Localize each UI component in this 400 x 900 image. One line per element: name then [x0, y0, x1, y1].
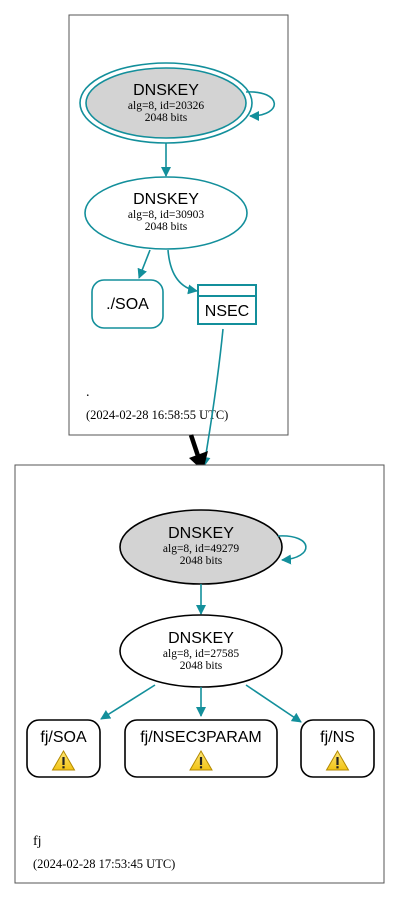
fj-ns-label: fj/NS — [320, 729, 355, 746]
zone-root: DNSKEY alg=8, id=20326 2048 bits DNSKEY … — [68, 14, 289, 436]
fj-zsk-to-soa-edge — [100, 684, 156, 720]
root-zsk-bits: 2048 bits — [145, 221, 188, 233]
root-soa-node: ./SOA — [91, 279, 164, 329]
root-ksk-node: DNSKEY alg=8, id=20326 2048 bits — [79, 62, 253, 144]
fj-zsk-node: DNSKEY alg=8, id=27585 2048 bits — [119, 614, 283, 688]
root-nsec-node: NSEC — [197, 284, 257, 325]
fj-soa-node: fj/SOA — [26, 719, 101, 778]
root-zone-timestamp: (2024-02-28 16:58:55 UTC) — [86, 408, 228, 422]
fj-nsec3param-node: fj/NSEC3PARAM — [124, 719, 278, 778]
fj-ksk-self-loop — [277, 535, 307, 565]
root-zsk-to-soa-edge — [137, 249, 151, 279]
root-zsk-alg-id: alg=8, id=30903 — [128, 209, 204, 221]
root-zone-name: . — [86, 385, 90, 400]
root-nsec-label: NSEC — [205, 303, 249, 320]
root-zsk-title: DNSKEY — [133, 191, 199, 208]
fj-ksk-title: DNSKEY — [168, 525, 234, 542]
fj-zsk-alg-id: alg=8, id=27585 — [163, 648, 239, 660]
root-ksk-alg-id: alg=8, id=20326 — [128, 100, 204, 112]
fj-ksk-alg-id: alg=8, id=49279 — [163, 543, 239, 555]
fj-soa-label: fj/SOA — [40, 729, 87, 746]
fj-zone-name: fj — [33, 834, 42, 849]
fj-ksk-bits: 2048 bits — [180, 555, 223, 567]
root-zsk-node: DNSKEY alg=8, id=30903 2048 bits — [84, 176, 248, 250]
fj-zsk-title: DNSKEY — [168, 630, 234, 647]
warning-triangle-icon — [51, 750, 76, 771]
warning-triangle-icon — [325, 750, 350, 771]
fj-zsk-bits: 2048 bits — [180, 660, 223, 672]
root-zsk-to-nsec-edge — [167, 249, 198, 295]
zone-fj: DNSKEY alg=8, id=49279 2048 bits DNSKEY … — [14, 464, 385, 884]
fj-zsk-to-ns-edge — [245, 684, 302, 723]
warning-triangle-icon — [189, 750, 213, 771]
fj-ns-node: fj/NS — [300, 719, 375, 778]
fj-zone-timestamp: (2024-02-28 17:53:45 UTC) — [33, 857, 175, 871]
root-soa-label: ./SOA — [106, 296, 149, 313]
fj-ksk-node: DNSKEY alg=8, id=49279 2048 bits — [119, 509, 283, 585]
root-ksk-self-loop — [245, 91, 276, 121]
root-ksk-title: DNSKEY — [133, 82, 199, 99]
fj-nsec3param-label: fj/NSEC3PARAM — [140, 729, 262, 746]
root-ksk-bits: 2048 bits — [145, 112, 188, 124]
